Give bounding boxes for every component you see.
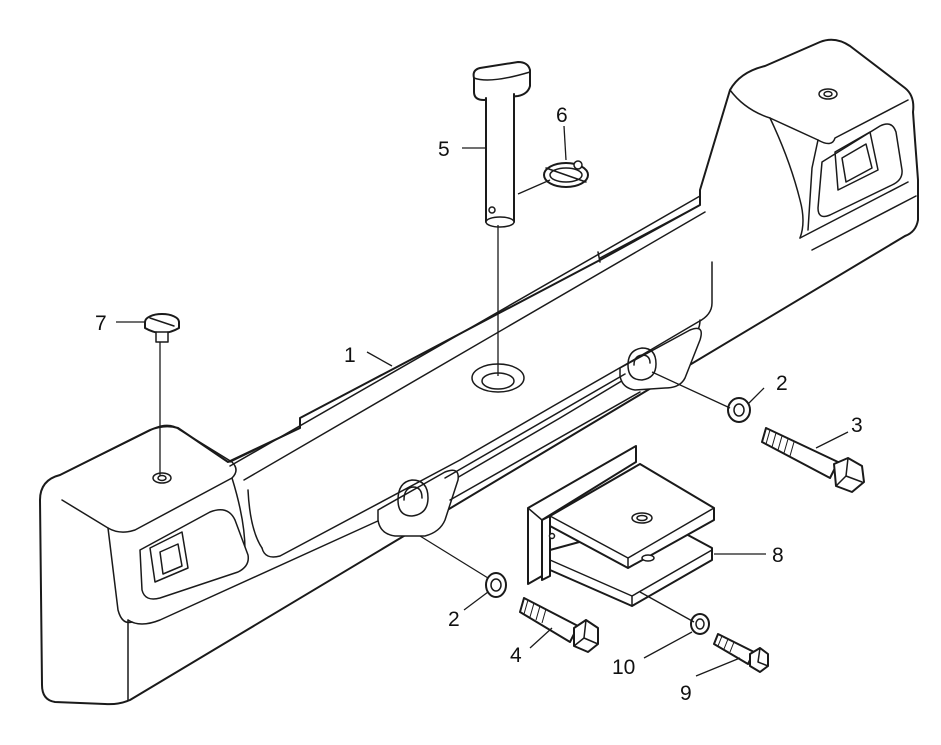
- callout-2-right: 2: [776, 372, 788, 395]
- pin: [472, 61, 531, 228]
- washer-right: [727, 397, 751, 423]
- plug: [144, 313, 180, 343]
- callout-6: 6: [556, 104, 568, 127]
- hitch-bracket: [527, 445, 715, 607]
- leader-lines: [116, 125, 849, 677]
- bolt-short: [519, 597, 599, 653]
- callout-3: 3: [851, 414, 863, 437]
- callout-labels: 1 2 3 4 5 6 7 2 8 9 10: [95, 104, 863, 705]
- bolt-small: [713, 633, 769, 673]
- bolt-long: [761, 427, 865, 493]
- lynch-pin: [543, 160, 589, 188]
- callout-5: 5: [438, 138, 450, 161]
- callout-9: 9: [680, 682, 692, 705]
- callout-1: 1: [344, 344, 356, 367]
- counterweight-body: [39, 38, 919, 706]
- callout-2-left: 2: [448, 608, 460, 631]
- washer-left: [485, 572, 507, 598]
- callout-7: 7: [95, 312, 107, 335]
- callout-10: 10: [612, 656, 635, 679]
- callout-4: 4: [510, 644, 522, 667]
- callout-8: 8: [772, 544, 784, 567]
- washer-small: [690, 613, 710, 635]
